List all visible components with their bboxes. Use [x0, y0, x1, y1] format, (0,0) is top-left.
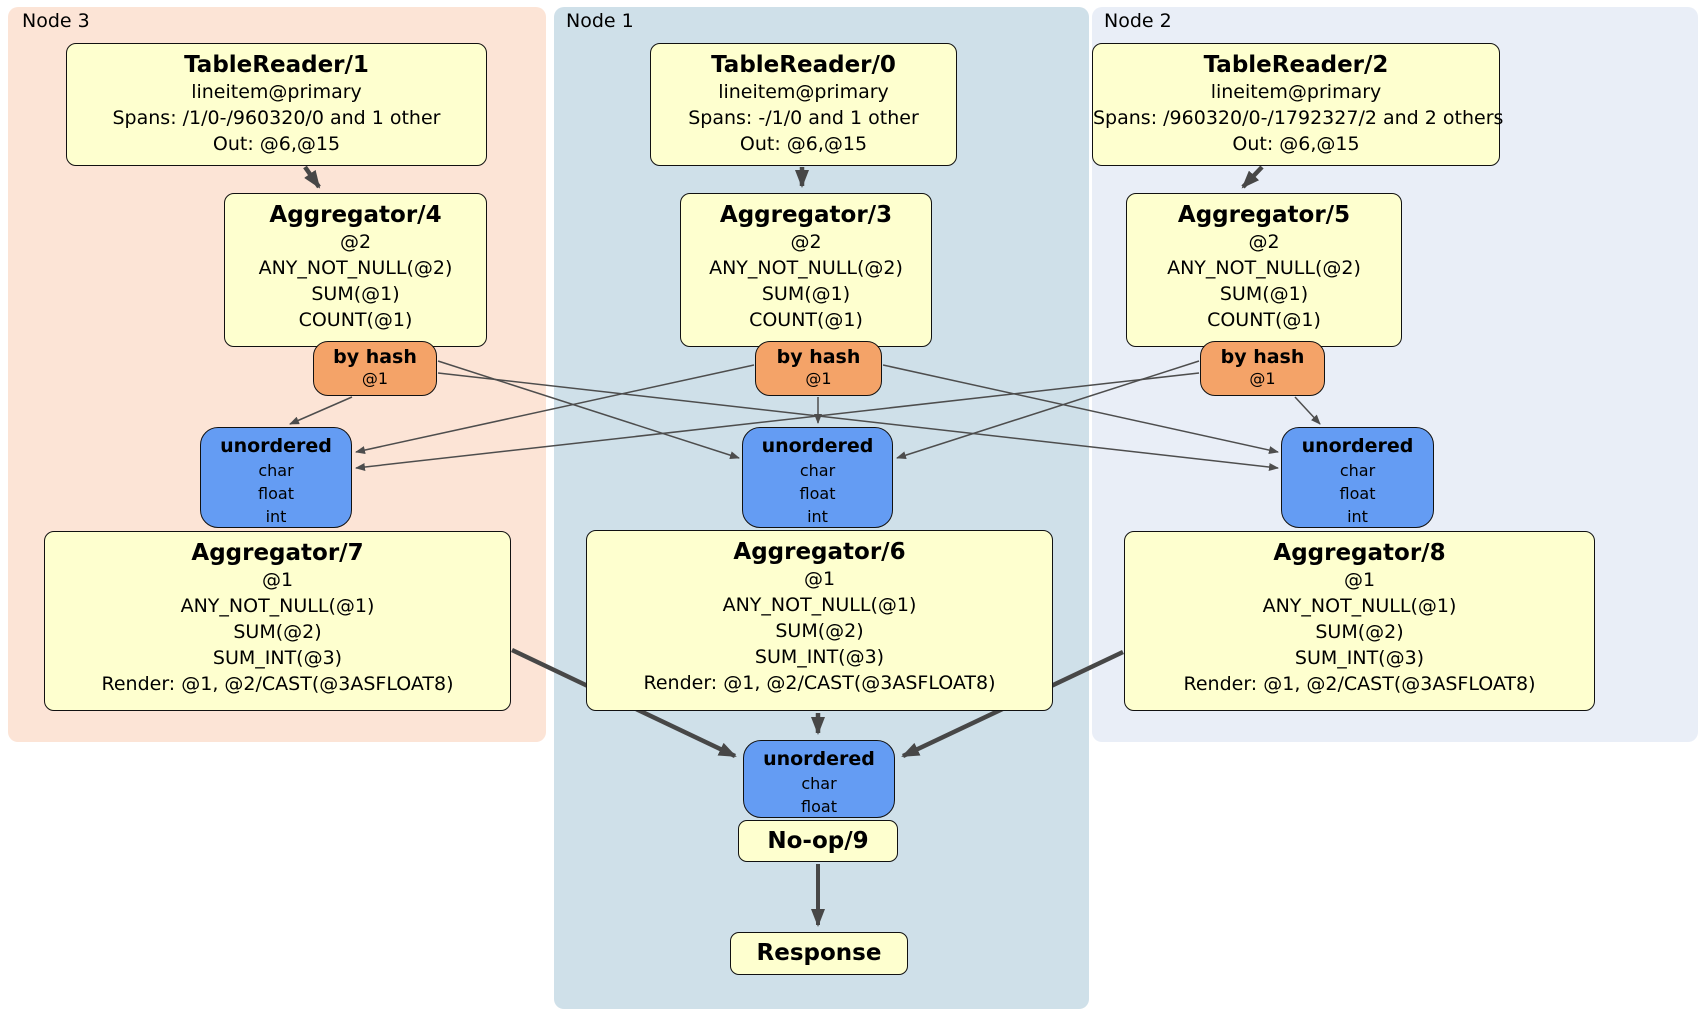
- sync-unordered-node3: unordered char float int: [200, 427, 352, 528]
- processor-detail: ANY_NOT_NULL(@1): [1262, 595, 1457, 617]
- processor-title: Aggregator/3: [719, 202, 893, 228]
- processor-detail: Render: @1, @2/CAST(@3ASFLOAT8): [101, 673, 454, 695]
- sync-detail: float: [799, 484, 836, 503]
- processor-tablereader-0: TableReader/0 lineitem@primary Spans: -/…: [650, 43, 957, 166]
- router-by-hash-node3: by hash @1: [313, 341, 437, 396]
- processor-detail: SUM(@1): [1219, 283, 1309, 305]
- processor-detail: lineitem@primary: [1210, 81, 1382, 103]
- processor-title: TableReader/2: [1203, 52, 1389, 78]
- sync-detail: char: [1339, 461, 1376, 480]
- processor-title: Aggregator/8: [1273, 540, 1446, 566]
- processor-detail: SUM_INT(@3): [1294, 647, 1425, 669]
- router-title: by hash: [776, 346, 861, 368]
- sync-detail: char: [801, 774, 837, 793]
- sync-detail: int: [807, 507, 828, 526]
- sync-unordered-node1: unordered char float int: [742, 427, 893, 528]
- node2-label: Node 2: [1104, 10, 1172, 32]
- sync-detail: float: [258, 484, 294, 503]
- router-detail: @1: [361, 369, 389, 388]
- processor-detail: Spans: /1/0-/960320/0 and 1 other: [112, 107, 441, 129]
- processor-detail: COUNT(@1): [749, 309, 863, 331]
- processor-detail: SUM(@2): [775, 620, 864, 642]
- sync-title: unordered: [761, 435, 874, 457]
- router-title: by hash: [333, 346, 417, 368]
- processor-detail: Out: @6,@15: [1232, 133, 1360, 155]
- sync-detail: char: [258, 461, 294, 480]
- processor-detail: lineitem@primary: [718, 81, 889, 103]
- router-by-hash-node1: by hash @1: [755, 341, 882, 396]
- processor-aggregator-5: Aggregator/5 @2 ANY_NOT_NULL(@2) SUM(@1)…: [1126, 193, 1402, 347]
- processor-detail: SUM(@1): [761, 283, 851, 305]
- sync-unordered-final: unordered char float: [743, 740, 895, 818]
- processor-detail: @1: [261, 569, 294, 591]
- sync-detail: float: [1339, 484, 1376, 503]
- processor-detail: SUM(@1): [311, 283, 400, 305]
- processor-detail: COUNT(@1): [298, 309, 413, 331]
- processor-detail: Out: @6,@15: [739, 133, 868, 155]
- processor-detail: Render: @1, @2/CAST(@3ASFLOAT8): [1183, 673, 1536, 695]
- processor-tablereader-2: TableReader/2 lineitem@primary Spans: /9…: [1092, 43, 1504, 166]
- processor-detail: @2: [1248, 231, 1280, 253]
- processor-detail: SUM(@2): [233, 621, 322, 643]
- sync-detail: char: [799, 461, 836, 480]
- processor-detail: SUM(@2): [1315, 621, 1404, 643]
- processor-detail: @1: [803, 568, 836, 590]
- processor-aggregator-3: Aggregator/3 @2 ANY_NOT_NULL(@2) SUM(@1)…: [680, 193, 932, 347]
- processor-detail: @2: [339, 231, 372, 253]
- processor-title: TableReader/0: [711, 52, 896, 78]
- processor-detail: ANY_NOT_NULL(@2): [258, 257, 453, 279]
- processor-aggregator-8: Aggregator/8 @1 ANY_NOT_NULL(@1) SUM(@2)…: [1124, 531, 1595, 711]
- processor-noop-9: No-op/9: [738, 820, 898, 862]
- processor-detail: Out: @6,@15: [212, 133, 341, 155]
- processor-title: Aggregator/7: [191, 540, 364, 566]
- processor-detail: @2: [790, 231, 822, 253]
- processor-detail: Spans: /960320/0-/1792327/2 and 2 others: [1093, 107, 1504, 129]
- router-detail: @1: [805, 369, 832, 388]
- processor-title: Aggregator/4: [269, 202, 442, 228]
- sync-detail: int: [265, 507, 287, 526]
- processor-aggregator-6: Aggregator/6 @1 ANY_NOT_NULL(@1) SUM(@2)…: [586, 530, 1053, 711]
- node3-label: Node 3: [22, 10, 90, 32]
- processor-title: Aggregator/5: [1177, 202, 1351, 228]
- processor-aggregator-7: Aggregator/7 @1 ANY_NOT_NULL(@1) SUM(@2)…: [44, 531, 511, 711]
- router-detail: @1: [1249, 369, 1276, 388]
- node1-label: Node 1: [566, 10, 634, 32]
- processor-detail: ANY_NOT_NULL(@2): [1167, 257, 1361, 279]
- response-node: Response: [730, 932, 908, 975]
- processor-detail: ANY_NOT_NULL(@2): [709, 257, 903, 279]
- sync-title: unordered: [763, 748, 875, 770]
- processor-detail: Spans: -/1/0 and 1 other: [688, 107, 919, 129]
- processor-detail: ANY_NOT_NULL(@1): [180, 595, 375, 617]
- processor-aggregator-4: Aggregator/4 @2 ANY_NOT_NULL(@2) SUM(@1)…: [224, 193, 487, 347]
- processor-detail: Render: @1, @2/CAST(@3ASFLOAT8): [643, 672, 996, 694]
- processor-detail: SUM_INT(@3): [212, 647, 343, 669]
- router-title: by hash: [1220, 346, 1305, 368]
- processor-detail: ANY_NOT_NULL(@1): [722, 594, 917, 616]
- processor-detail: SUM_INT(@3): [754, 646, 885, 668]
- processor-title: Aggregator/6: [733, 539, 906, 565]
- processor-detail: COUNT(@1): [1207, 309, 1321, 331]
- router-by-hash-node2: by hash @1: [1200, 341, 1325, 396]
- processor-title: TableReader/1: [184, 52, 369, 78]
- processor-tablereader-1: TableReader/1 lineitem@primary Spans: /1…: [66, 43, 487, 166]
- response-title: Response: [756, 940, 882, 966]
- processor-title: No-op/9: [767, 828, 869, 854]
- sync-detail: int: [1347, 507, 1368, 526]
- sync-title: unordered: [220, 435, 332, 457]
- processor-detail: lineitem@primary: [191, 81, 362, 103]
- processor-detail: @1: [1343, 569, 1376, 591]
- sync-title: unordered: [1301, 435, 1414, 457]
- sync-detail: float: [801, 797, 837, 816]
- sync-unordered-node2: unordered char float int: [1281, 427, 1434, 528]
